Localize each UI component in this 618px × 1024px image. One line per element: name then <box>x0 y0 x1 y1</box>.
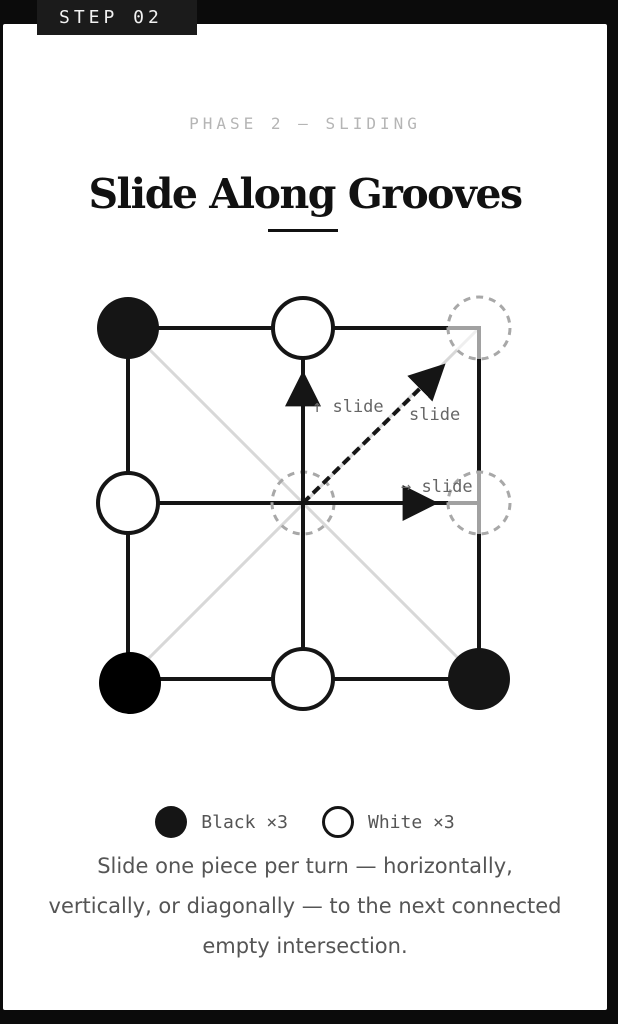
black-piece-icon <box>155 806 188 838</box>
legend: Black ×3 White ×3 <box>3 802 607 842</box>
move-label-right: → slide <box>401 477 473 497</box>
page-title: Slide Along Grooves <box>88 170 523 218</box>
title-divider <box>268 229 338 232</box>
move-label-up: ↑ slide <box>312 397 384 417</box>
legend-white: White ×3 <box>322 806 455 838</box>
step-tab: STEP 02 <box>37 0 197 35</box>
board-diagram: ↑ slide slide → slide <box>96 295 512 714</box>
legend-black: Black ×3 <box>155 806 288 838</box>
move-label-diagonal: slide <box>409 405 460 425</box>
empty-target-top-right <box>446 295 512 361</box>
white-piece[interactable] <box>271 647 335 711</box>
white-piece-icon <box>322 806 354 838</box>
black-piece[interactable] <box>448 648 510 710</box>
legend-black-label: Black ×3 <box>201 811 288 833</box>
white-piece[interactable] <box>271 296 335 360</box>
black-piece[interactable] <box>99 652 161 714</box>
legend-white-label: White ×3 <box>368 811 455 833</box>
rule-description: Slide one piece per turn — horizontally,… <box>48 854 562 958</box>
phase-label: PHASE 2 — SLIDING <box>189 114 421 133</box>
arrow-diagonal <box>301 363 446 505</box>
black-piece[interactable] <box>97 297 159 359</box>
empty-target-mid-right <box>446 470 512 536</box>
panel: PHASE 2 — SLIDING Slide Along Grooves <box>3 24 607 1010</box>
white-piece[interactable] <box>96 471 160 535</box>
